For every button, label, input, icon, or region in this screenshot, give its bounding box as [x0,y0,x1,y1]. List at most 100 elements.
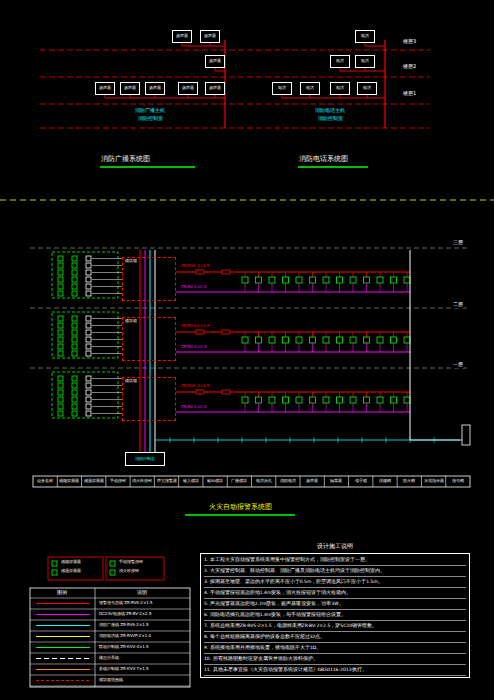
isolator-symbol [196,330,204,334]
riser-bus [140,250,141,452]
riser-bus [150,250,151,452]
module-symbol [58,383,63,388]
node-text: 2. 火灾报警控制器、联动控制器、消防广播及消防电话主机均设于消防控制室内。 [204,566,466,577]
drop-wire [258,403,259,412]
drop-wire [380,403,381,412]
riser-bus [410,250,411,440]
drop-wire [258,392,259,397]
floor-line [40,50,430,51]
table-rule [227,476,228,487]
module-box: 模块箱 [122,377,176,421]
branch-wire [105,98,225,99]
module-symbol [58,337,63,342]
detector-symbol [310,277,316,283]
drop-wire [245,272,246,277]
legend-line [36,669,90,670]
legend-text: 楼层分界线 [98,656,120,661]
detector-symbol [296,337,302,343]
detector-symbol [391,397,397,403]
module-symbol [72,277,77,282]
table-rule [30,631,190,632]
notes-heading: 设计施工说明 [201,542,469,550]
branch-wire [210,43,211,46]
label: 电话插孔 [255,479,273,484]
drop-wire [339,343,340,352]
detector-symbol [404,337,410,343]
drop-wire [285,332,286,337]
module-symbol [58,263,63,268]
module-symbol [72,411,77,416]
node-text: 扬声器 [209,59,221,64]
module-symbol [72,351,77,356]
riser-bus [384,40,385,128]
device-box: 电话 [355,55,375,68]
legend-text: 消防电话线 ZR-RVVP-2×1.0 [98,634,152,639]
legend-line [36,625,90,626]
drop-wire [380,392,381,397]
label: 图例 [56,590,68,595]
control-wire [92,413,122,414]
drop-wire [245,403,246,412]
drop-wire [407,343,408,352]
drop-wire [407,403,408,412]
module-symbol [86,263,91,268]
detector-symbol [242,337,248,343]
label: 扬声器 [305,479,319,484]
drop-wire [366,283,367,292]
drop-wire [245,343,246,352]
drop-wire [353,332,354,337]
legend-line [36,603,90,604]
module-symbol [86,404,91,409]
detector-symbol [391,337,397,343]
node-text: 4. 手动报警按钮底边距地1.4m安装，消火栓按钮设于消火栓箱内。 [204,588,466,599]
node-text: 电话 [306,86,314,91]
legend-line [36,658,90,659]
drop-wire [245,392,246,397]
module-symbol [72,256,77,261]
drop-wire [258,343,259,352]
module-symbol [58,330,63,335]
drop-wire [326,283,327,292]
drop-wire [366,272,367,277]
control-wire [92,279,122,280]
detector-symbol [337,337,343,343]
branch-wire [188,95,189,98]
detector-symbol [296,277,302,283]
node-text: 扬声器 [176,34,188,39]
detector-symbol [377,397,383,403]
device-box: 扬声器 [120,82,140,95]
drop-wire [407,392,408,397]
panel-outline [52,372,118,418]
module-symbol [72,263,77,268]
branch-wire [365,46,385,47]
table-rule [348,476,349,487]
detector-symbol [350,277,356,283]
isolator-symbol [222,330,230,334]
drop-wire [326,272,327,277]
module-symbol [72,337,77,342]
module-symbol [58,256,63,261]
device-box: 电话 [330,55,350,68]
isolator-symbol [196,270,204,274]
node-text: 9. 系统接地采用共用接地装置，接地电阻不大于1Ω。 [204,643,466,654]
legend-text: 联动控制线 ZR-KVV-4×1.5 [98,645,150,650]
module-symbol [86,277,91,282]
module-symbol [58,316,63,321]
detector-symbol [310,397,316,403]
table-rule [95,588,96,687]
label: 消火栓按钮 [131,479,153,484]
detector-symbol [242,277,248,283]
label: 二层 [452,302,464,308]
drop-wire [407,332,408,337]
module-symbol [58,404,63,409]
detector-symbol [350,337,356,343]
node-text: 7. 系统总线采用ZR-RVS-2×1.5，电源线采用ZR-BV-2×2.5，穿… [204,621,466,632]
control-wire [92,293,122,294]
label: 消防电话 [279,479,297,484]
branch-wire [155,95,156,98]
legend-symbol [52,561,57,566]
module-symbol [86,337,91,342]
control-wire [92,378,122,379]
drop-wire [245,332,246,337]
node-text: 电话 [278,86,286,91]
